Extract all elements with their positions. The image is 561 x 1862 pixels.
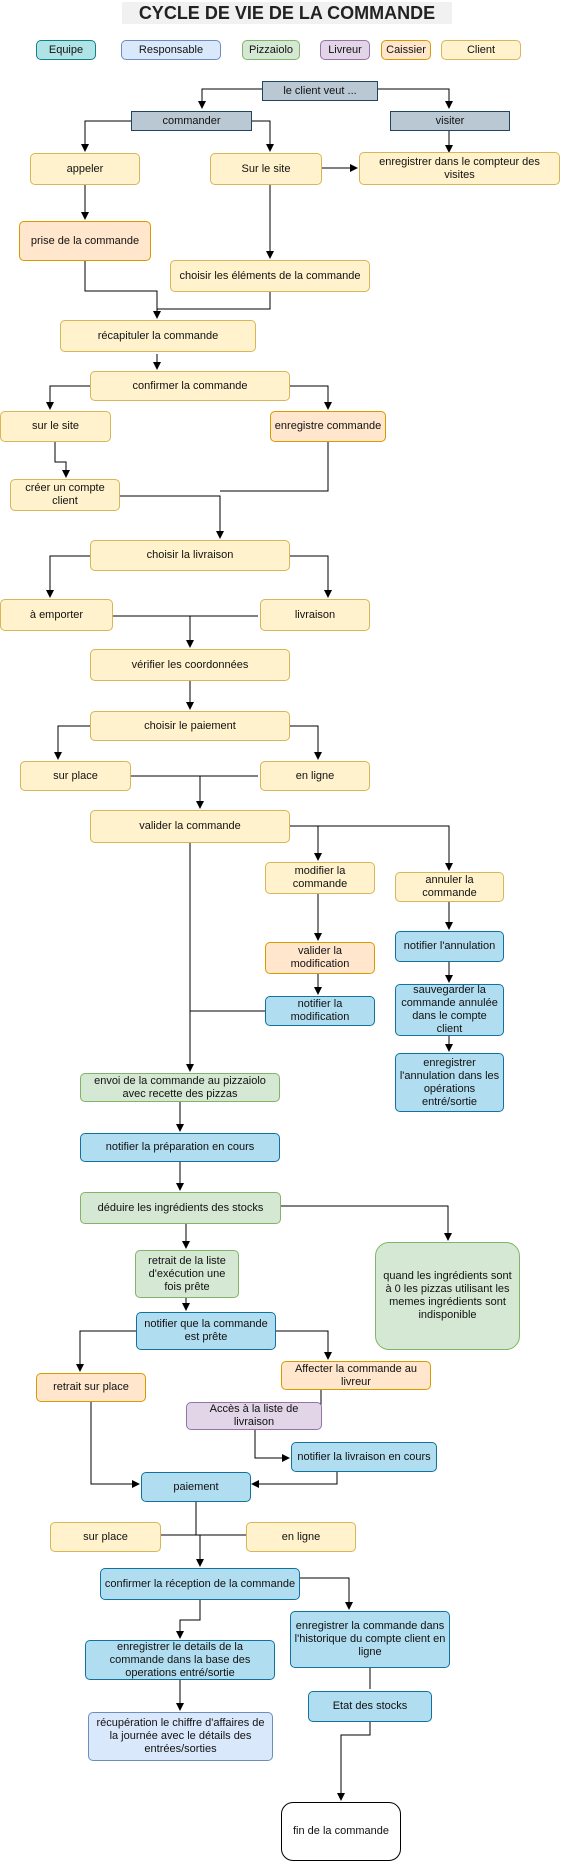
node-choisir-paiement: choisir le paiement xyxy=(90,711,290,741)
edge xyxy=(46,385,90,410)
node-enregistrer-historique: enregistrer la commande dans l'historiqu… xyxy=(290,1611,450,1668)
node-acces-liste: Accès à la liste de livraison xyxy=(186,1402,322,1430)
node-visiter: visiter xyxy=(390,111,510,131)
edge xyxy=(220,442,329,492)
node-valider-modif: valider la modification xyxy=(265,942,375,974)
legend-responsable: Responsable xyxy=(121,40,221,60)
node-choisir-livraison: choisir la livraison xyxy=(90,540,290,571)
edge xyxy=(119,495,224,539)
node-valider-commande: valider la commande xyxy=(90,810,290,843)
node-envoi-pizzaiolo: envoi de la commande au pizzaiolo avec r… xyxy=(80,1073,280,1102)
node-verifier-coord: vérifier les coordonnées xyxy=(90,649,290,681)
edge xyxy=(84,259,161,319)
node-prise-commande: prise de la commande xyxy=(19,221,151,261)
node-deduire: déduire les ingrédients des stocks xyxy=(80,1192,281,1224)
node-enregistrer-details: enregistrer le details de la commande da… xyxy=(85,1640,275,1680)
edge xyxy=(290,725,322,760)
edge xyxy=(81,120,131,152)
edge xyxy=(290,825,453,871)
edge xyxy=(254,1430,290,1462)
node-sur-place-1: sur place xyxy=(20,761,131,791)
edge xyxy=(300,1577,353,1610)
legend-client: Client xyxy=(441,40,521,60)
edge xyxy=(76,1330,136,1372)
node-livraison: livraison xyxy=(260,599,370,631)
node-confirmer-reception: confirmer la réception de la commande xyxy=(100,1568,300,1600)
node-commander: commander xyxy=(131,111,252,131)
edge xyxy=(54,725,90,760)
node-fin-commande: fin de la commande xyxy=(281,1802,401,1861)
node-paiement: paiement xyxy=(141,1472,251,1502)
edge xyxy=(290,555,332,598)
node-enregistrer-annulation: enregistrer l'annulation dans les opérat… xyxy=(395,1053,504,1112)
node-enregistre-commande: enregistre commande xyxy=(270,411,386,442)
edge xyxy=(378,88,453,109)
node-retrait-place: retrait sur place xyxy=(36,1373,146,1402)
node-en-ligne-2: en ligne xyxy=(246,1522,356,1552)
edge xyxy=(90,1402,140,1488)
edge xyxy=(46,555,90,598)
node-sur-place-2: sur place xyxy=(50,1522,161,1552)
edge xyxy=(54,442,70,478)
node-notifier-prete: notifier que la commande est prête xyxy=(136,1312,276,1350)
legend-caissier: Caissier xyxy=(381,40,431,60)
edge xyxy=(157,292,271,310)
edge xyxy=(337,1714,371,1801)
node-affecter-livreur: Affecter la commande au livreur xyxy=(281,1361,431,1390)
edge xyxy=(176,1600,201,1639)
node-client-veut: le client veut ... xyxy=(262,81,378,101)
node-ingredients-zero: quand les ingrédients sont à 0 les pizza… xyxy=(375,1242,520,1350)
node-sauvegarder-annulation: sauvegarder la commande annulée dans le … xyxy=(395,984,504,1036)
edge xyxy=(276,1330,332,1360)
node-notifier-modif: notifier la modification xyxy=(265,996,375,1026)
node-recuperation-ca: récupération le chiffre d'affaires de la… xyxy=(88,1712,273,1761)
node-confirmer: confirmer la commande xyxy=(90,371,290,401)
node-annuler: annuler la commande xyxy=(395,872,504,902)
node-sur-le-site-2: sur le site xyxy=(0,411,111,442)
node-notifier-livraison: notifier la livraison en cours xyxy=(291,1442,437,1472)
edge xyxy=(198,88,262,109)
edge xyxy=(281,1205,452,1241)
node-notifier-preparation: notifier la préparation en cours xyxy=(80,1133,280,1162)
node-recapituler: récapituler la commande xyxy=(60,320,256,352)
legend-livreur: Livreur xyxy=(320,40,370,60)
legend-equipe: Equipe xyxy=(36,40,96,60)
node-creer-compte: créer un compte client xyxy=(10,479,120,511)
node-a-emporter: à emporter xyxy=(0,599,113,631)
node-enregistrer-compteur: enregistrer dans le compteur des visites xyxy=(359,152,560,185)
node-notifier-annulation: notifier l'annulation xyxy=(395,931,504,962)
edge xyxy=(290,385,332,410)
node-appeler: appeler xyxy=(30,153,140,185)
node-sur-le-site: Sur le site xyxy=(210,153,322,185)
node-choisir-elements: choisir les éléments de la commande xyxy=(170,260,370,292)
node-retrait-liste: retrait de la liste d'exécution une fois… xyxy=(135,1250,239,1298)
edge xyxy=(252,120,274,152)
node-modifier: modifier la commande xyxy=(265,862,375,894)
edge xyxy=(251,1472,338,1488)
diagram-title: CYCLE DE VIE DE LA COMMANDE xyxy=(122,2,452,24)
node-en-ligne-1: en ligne xyxy=(260,761,370,791)
node-etat-stocks: Etat des stocks xyxy=(308,1691,432,1722)
legend-pizzaiolo: Pizzaiolo xyxy=(242,40,300,60)
